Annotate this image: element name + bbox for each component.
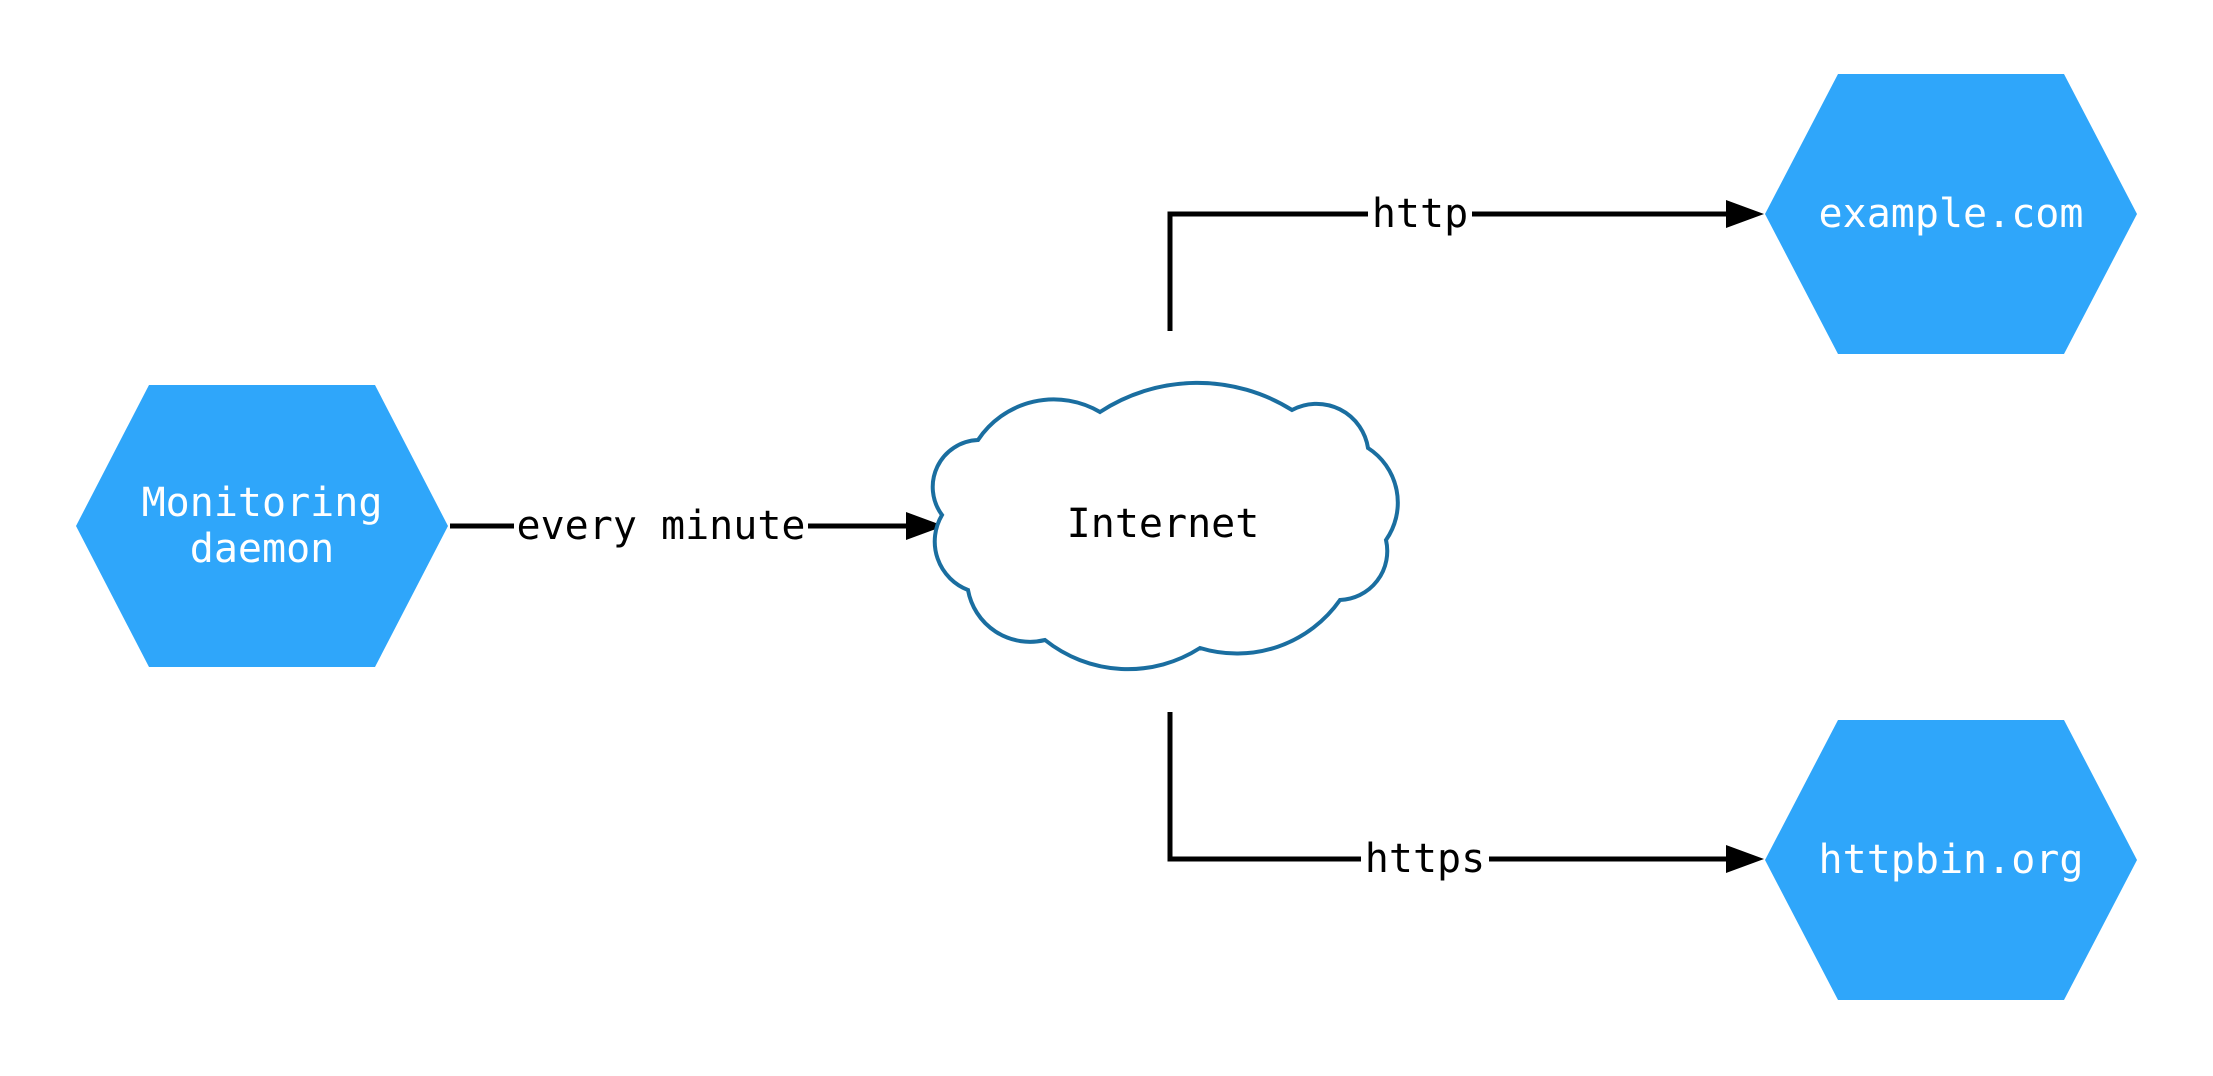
every-minute-label-mask (514, 501, 808, 551)
https-label-mask (1361, 835, 1489, 883)
every-minute-arrowhead-icon (906, 512, 944, 540)
httpbin-org-label: httpbin.org (1819, 837, 2084, 883)
https-arrowhead-icon (1726, 845, 1764, 873)
http-arrowhead-icon (1726, 200, 1764, 228)
node-example-com: example.com (1765, 74, 2137, 354)
edge-every-minute: every minute (450, 501, 944, 551)
monitoring-daemon-hexagon (76, 385, 448, 667)
example-com-hexagon (1765, 74, 2137, 354)
node-monitoring-daemon: Monitoring daemon (76, 385, 448, 667)
node-internet: Internet (930, 380, 1400, 672)
internet-cloud-icon (930, 380, 1400, 672)
example-com-label: example.com (1819, 191, 2084, 237)
https-line (1167, 712, 1727, 862)
http-label-mask (1368, 190, 1472, 238)
edge-http: http (1167, 190, 1764, 331)
https-label: https (1365, 836, 1485, 882)
internet-label: Internet (1067, 501, 1260, 547)
node-httpbin-org: httpbin.org (1765, 720, 2137, 1000)
monitoring-daemon-label-line1: Monitoring (142, 480, 383, 526)
http-line (1167, 211, 1727, 331)
http-label: http (1372, 191, 1468, 237)
every-minute-label: every minute (517, 503, 806, 549)
edge-https: https (1167, 712, 1764, 883)
httpbin-org-hexagon (1765, 720, 2137, 1000)
monitoring-daemon-label-line2: daemon (190, 526, 335, 572)
